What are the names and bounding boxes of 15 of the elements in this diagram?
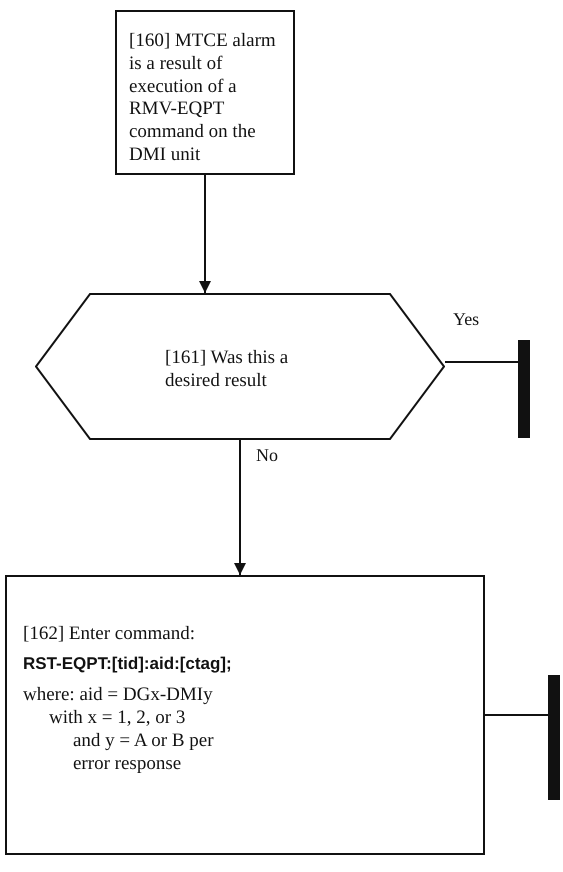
process-box <box>5 575 485 855</box>
box-text: [160] MTCE alarm is a result of execution of a RMV-EQPT command on the DMI unit <box>129 30 277 167</box>
command-text: RST-EQPT:[tid]:aid:[ctag]; <box>23 654 233 674</box>
terminator-bar <box>548 675 560 800</box>
box-text: with x = 1, 2, or 3 <box>48 706 186 730</box>
decision-text: [161] Was this a desired result <box>165 347 290 393</box>
box-text: [162] Enter command: <box>23 623 196 646</box>
connector-line <box>445 361 518 363</box>
box-text: where: aid = DGx-DMIy <box>23 684 214 707</box>
arrow <box>234 440 246 575</box>
process-box <box>115 10 295 175</box>
arrow <box>199 175 211 293</box>
box-text: and y = A or B per error response <box>72 730 215 776</box>
terminator-bar <box>518 340 530 438</box>
connector-line <box>485 714 548 716</box>
